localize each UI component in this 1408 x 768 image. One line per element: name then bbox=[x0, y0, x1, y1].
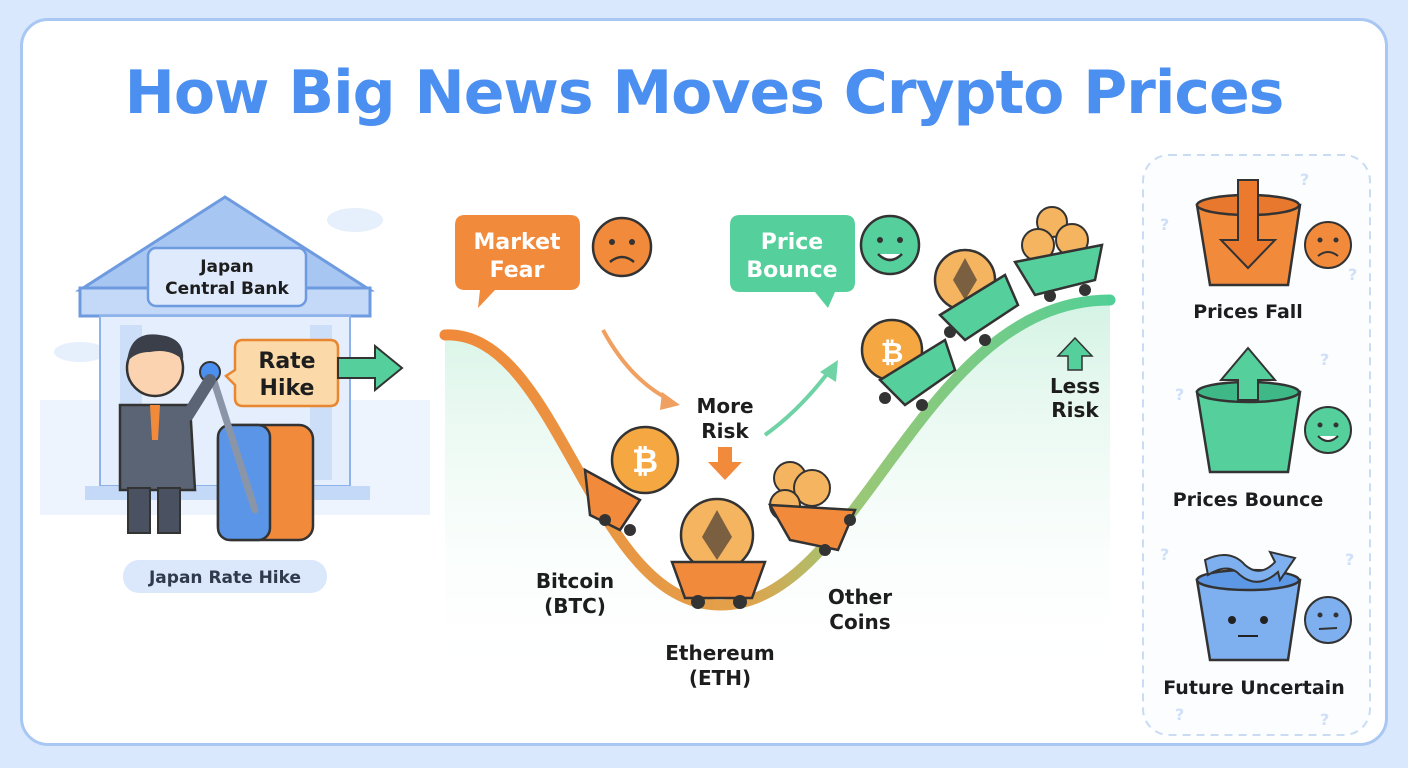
svg-text:?: ? bbox=[1320, 350, 1329, 369]
other-coins-label-line-1: Other bbox=[828, 585, 892, 609]
outcome-prices-bounce: Prices Bounce bbox=[1173, 346, 1352, 511]
less-risk-line-2: Risk bbox=[1051, 398, 1099, 422]
lever bbox=[208, 371, 259, 514]
question-mark-decorations: ??? ??? ??? bbox=[1160, 170, 1357, 729]
up-arrow-icon bbox=[1218, 346, 1278, 401]
bitcoin-up-cart-icon: ₿ bbox=[860, 318, 957, 411]
svg-text:?: ? bbox=[1300, 170, 1309, 189]
bank-sign-line-2: Central Bank bbox=[165, 279, 289, 299]
sad-face-icon bbox=[1304, 221, 1352, 269]
bank-caption: Japan Rate Hike bbox=[148, 568, 301, 588]
svg-text:?: ? bbox=[1320, 710, 1329, 729]
future-uncertain-label: Future Uncertain bbox=[1163, 677, 1344, 699]
bank-sign-line-1: Japan bbox=[199, 257, 254, 277]
risk-up-arrow-icon bbox=[1056, 336, 1094, 371]
ethereum-up-cart-icon bbox=[933, 248, 1020, 346]
bitcoin-label-line-2: (BTC) bbox=[544, 594, 606, 618]
page-title: How Big News Moves Crypto Prices bbox=[124, 58, 1285, 128]
price-bounce-line-1: Price bbox=[761, 230, 823, 255]
up-arrow-icon bbox=[763, 368, 832, 437]
svg-text:?: ? bbox=[1160, 545, 1169, 564]
price-bounce-bubble bbox=[730, 215, 855, 308]
svg-text:?: ? bbox=[1175, 705, 1184, 724]
outcome-future-uncertain: Future Uncertain bbox=[1163, 550, 1352, 699]
other-coins-label-line-2: Coins bbox=[829, 610, 890, 634]
businessman-icon bbox=[118, 334, 216, 534]
svg-text:₿: ₿ bbox=[881, 336, 904, 369]
cloud-icon bbox=[54, 342, 106, 362]
neutral-face-icon bbox=[1304, 596, 1352, 644]
svg-text:?: ? bbox=[1160, 215, 1169, 234]
svg-text:?: ? bbox=[1348, 265, 1357, 284]
prices-bounce-label: Prices Bounce bbox=[1173, 489, 1324, 511]
happy-face-icon bbox=[1304, 406, 1352, 454]
right-arrow-icon bbox=[337, 343, 404, 393]
down-arrow-icon bbox=[601, 329, 671, 402]
green-bucket-icon bbox=[1195, 390, 1302, 474]
down-arrow-icon bbox=[1218, 179, 1278, 270]
ethereum-cart-icon bbox=[670, 497, 767, 609]
market-fear-line-2: Fear bbox=[490, 258, 545, 283]
bank-sign bbox=[146, 246, 308, 308]
other-coins-up-cart-icon bbox=[1013, 206, 1104, 302]
market-fear-bubble bbox=[455, 215, 580, 308]
outcomes-panel: ??? ??? ??? Prices Fall Prices Bounce Fu… bbox=[1142, 154, 1371, 736]
wavy-arrow-icon bbox=[1203, 550, 1297, 583]
outcome-prices-fall: Prices Fall bbox=[1193, 179, 1352, 323]
ethereum-label-line-1: Ethereum bbox=[665, 641, 775, 665]
more-risk-line-2: Risk bbox=[701, 419, 749, 443]
central-bank-scene: Japan Central Bank Rate Hike Japan Rate … bbox=[40, 195, 430, 593]
svg-text:?: ? bbox=[1175, 385, 1184, 404]
ethereum-label-line-2: (ETH) bbox=[689, 666, 751, 690]
rate-hike-line-1: Rate bbox=[258, 349, 315, 374]
price-curve-scene: Market Fear Price Bounce More Risk Less … bbox=[439, 206, 1116, 690]
cloud-icon bbox=[327, 208, 383, 232]
svg-text:₿: ₿ bbox=[632, 442, 658, 480]
bitcoin-cart-icon: ₿ bbox=[583, 425, 680, 536]
risk-down-arrow-icon bbox=[708, 447, 742, 480]
rate-hike-line-2: Hike bbox=[260, 376, 315, 401]
blue-bucket-icon bbox=[1195, 578, 1302, 662]
other-coins-cart-icon bbox=[767, 461, 857, 556]
market-fear-line-1: Market bbox=[473, 230, 561, 255]
happy-face-icon bbox=[859, 214, 921, 276]
less-risk-line-1: Less bbox=[1050, 374, 1100, 398]
bitcoin-label-line-1: Bitcoin bbox=[536, 569, 614, 593]
prices-fall-label: Prices Fall bbox=[1193, 301, 1303, 323]
rate-hike-bubble bbox=[224, 338, 340, 408]
price-curve bbox=[439, 294, 1116, 611]
svg-text:?: ? bbox=[1345, 550, 1354, 569]
caption-pill bbox=[123, 560, 327, 593]
more-risk-line-1: More bbox=[696, 394, 753, 418]
price-bounce-line-2: Bounce bbox=[746, 258, 837, 283]
sad-face-icon bbox=[591, 216, 653, 278]
